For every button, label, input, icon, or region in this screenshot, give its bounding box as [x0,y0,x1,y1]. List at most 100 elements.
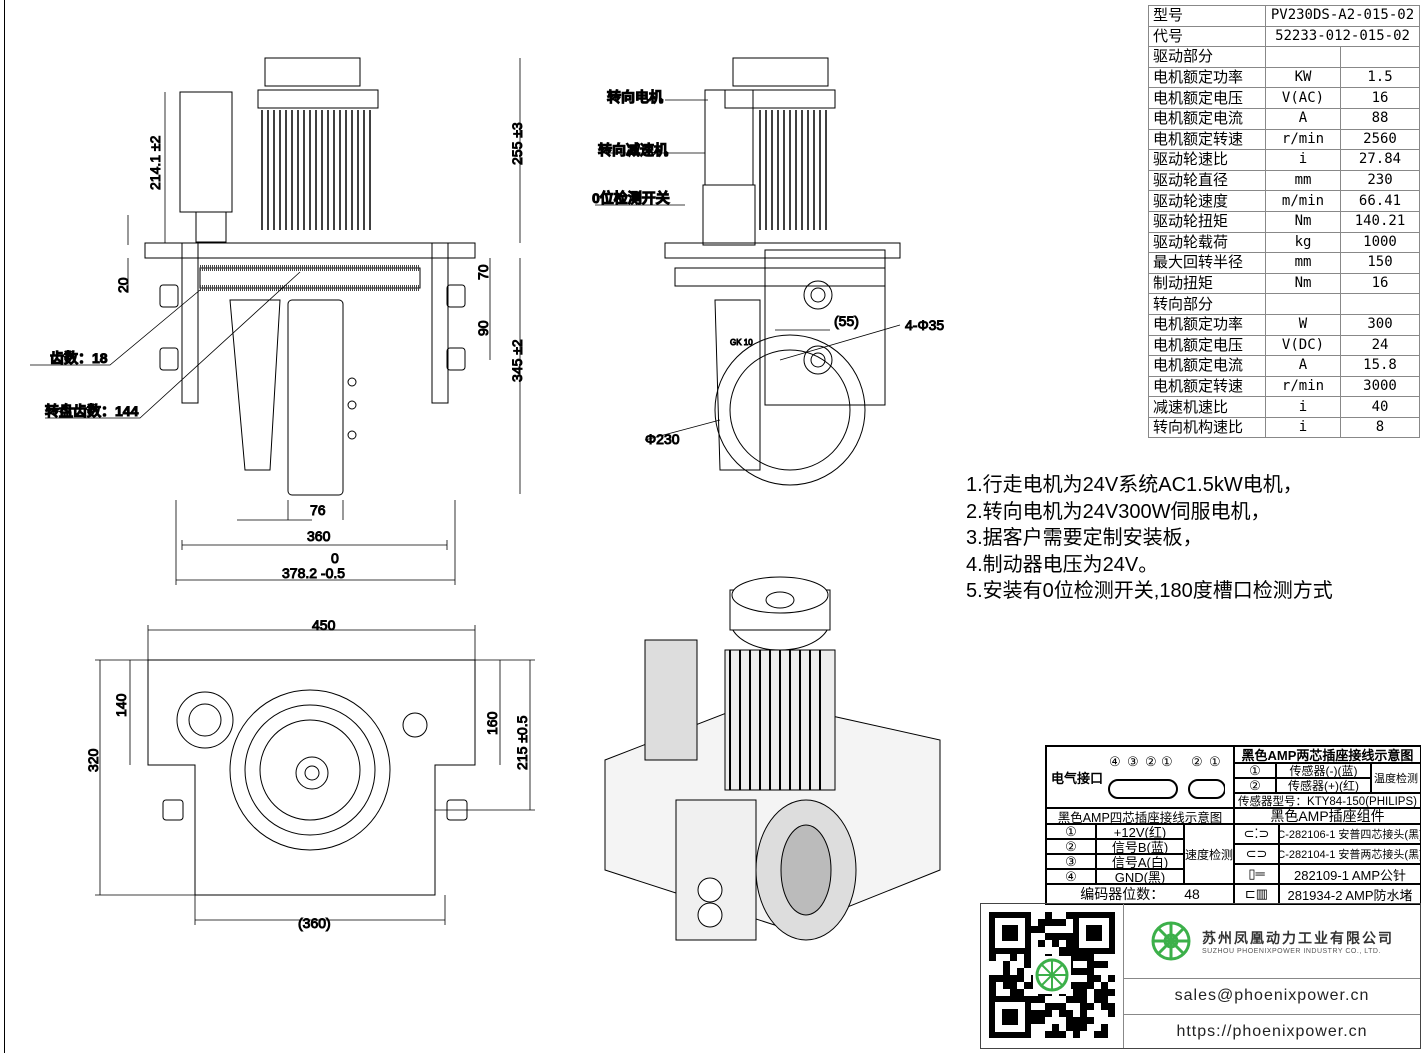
side-bracket [764,249,886,406]
spec-unit: V(DC) [1265,334,1341,357]
spec-unit: kg [1265,231,1341,254]
note-4: 4.制动器电压为24V。 [966,553,1159,576]
spec-label: 驱动轮扭矩 [1148,210,1266,233]
spec-unit: A [1265,355,1341,377]
kit-title: 黑色AMP插座组件 [1234,808,1421,824]
company-name-en: SUZHOU PHOENIXPOWER INDUSTRY CO., LTD. [1202,947,1381,955]
top-plate [147,659,476,896]
spec-label: 驱动部分 [1148,46,1266,68]
code-label: 代号 [1148,25,1266,48]
pin-label: ② [1191,754,1203,769]
qr-code [981,904,1124,1048]
spec-value: 1.5 [1340,66,1420,89]
pin-label: ① [1161,754,1173,769]
spec-value [1340,293,1420,315]
website-link[interactable]: https://phoenixpower.cn [1176,1022,1368,1040]
plug-icon: ⊏▥ [1234,884,1279,904]
pin-label: ④ [1109,754,1121,769]
note-3: 3.据客户需要定制安装板， [966,527,1203,549]
drive-motor-cap [264,57,361,87]
pinion-teeth-label: 齿数：18 [50,350,108,366]
drive-motor-fins [261,110,371,230]
dim-214: 214.1 ±2 [147,135,163,190]
model-label: 型号 [1148,5,1266,27]
code-value: 52233-012-015-02 [1265,25,1420,48]
two-pin-connector-icon: ⊂⊃ [1234,844,1279,864]
spec-unit: r/min [1265,128,1341,151]
turntable-teeth-label: 转盘齿数：144 [45,403,139,419]
dim-wheel: Φ230 [645,431,680,447]
top-dim-320: 320 [85,748,101,772]
dim-tol-upper: 0 [331,550,339,566]
phoenix-wheel-logo-icon [1151,921,1191,961]
spec-unit: r/min [1265,375,1341,398]
four-pin-2-desc: 信号B(蓝) [1096,839,1184,854]
temp-label: 温度检测 [1371,763,1421,793]
spec-value: 24 [1340,334,1420,357]
kit-item-1: C-282106-1 安普四芯接头(黑) [1279,824,1421,844]
four-pin-4-desc: GND(黑) [1096,869,1184,884]
dim-55: (55) [834,313,859,329]
table-row: 转向部分 [1148,293,1420,315]
four-pin-1: ① [1046,824,1096,839]
model-value: PV230DS-A2-015-02 [1265,5,1420,27]
table-row: 驱动部分 [1148,46,1420,68]
dim-70: 70 [475,264,491,280]
email-link[interactable]: sales@phoenixpower.cn [1124,978,1420,1015]
spec-label: 转向机构速比 [1148,416,1266,439]
zero-switch-label: 0位检测开关 [592,190,670,206]
encoder-row: 编码器位数： 48 [1046,884,1234,904]
side-wheel [714,334,866,486]
spec-value: 140.21 [1340,210,1420,233]
four-pin-3: ③ [1046,854,1096,869]
spec-unit: Nm [1265,272,1341,295]
top-dim-215: 215 ±0.5 [514,715,530,770]
spec-label: 驱动轮载荷 [1148,231,1266,254]
company-name-cn: 苏州凤凰动力工业有限公司 [1202,929,1394,946]
spec-unit: KW [1265,66,1341,89]
spec-label: 减速机速比 [1148,396,1266,418]
pin-label: ③ [1127,754,1139,769]
dim-20: 20 [115,277,131,293]
spec-value: 150 [1340,252,1420,274]
spec-label: 电机额定功率 [1148,66,1266,89]
spec-value: 66.41 [1340,190,1420,212]
pin-label: ① [1209,754,1221,769]
dim-378: 378.2 -0.5 [282,565,345,581]
connector-plug-icon: ④ ③ ② ① ② ① [1108,754,1226,799]
four-pin-1-desc: +12V(红) [1096,824,1184,839]
two-pin-1: ① [1234,763,1276,778]
spec-unit [1265,46,1341,68]
pin-label: ② [1145,754,1157,769]
two-pin-2-desc: 传感器(+)(红) [1276,778,1371,793]
note-2: 2.转向电机为24V300W伺服电机， [966,500,1271,523]
spec-label: 电机额定转速 [1148,128,1266,151]
spec-value: 16 [1340,272,1420,295]
company-header: 苏州凤凰动力工业有限公司 SUZHOU PHOENIXPOWER INDUSTR… [1124,904,1420,979]
four-pin-title: 黑色AMP四芯插座接线示意图 [1046,808,1234,824]
steering-reducer-label: 转向减速机 [598,142,668,158]
two-pin-2: ② [1234,778,1276,793]
top-dim-360: (360) [298,915,331,931]
spec-unit: mm [1265,252,1341,274]
drawing-frame [4,0,1423,1053]
spec-unit: mm [1265,169,1341,192]
two-pin-1-desc: 传感器(-)(蓝) [1276,763,1371,778]
dim-345: 345 ±2 [509,339,525,382]
spec-value: 300 [1340,313,1420,336]
four-pin-2: ② [1046,839,1096,854]
kit-item-2: C-282104-1 安普两芯接头(黑) [1279,844,1421,864]
spec-label: 电机额定电压 [1148,87,1266,109]
top-view [95,625,535,925]
spec-value: 2560 [1340,128,1420,151]
